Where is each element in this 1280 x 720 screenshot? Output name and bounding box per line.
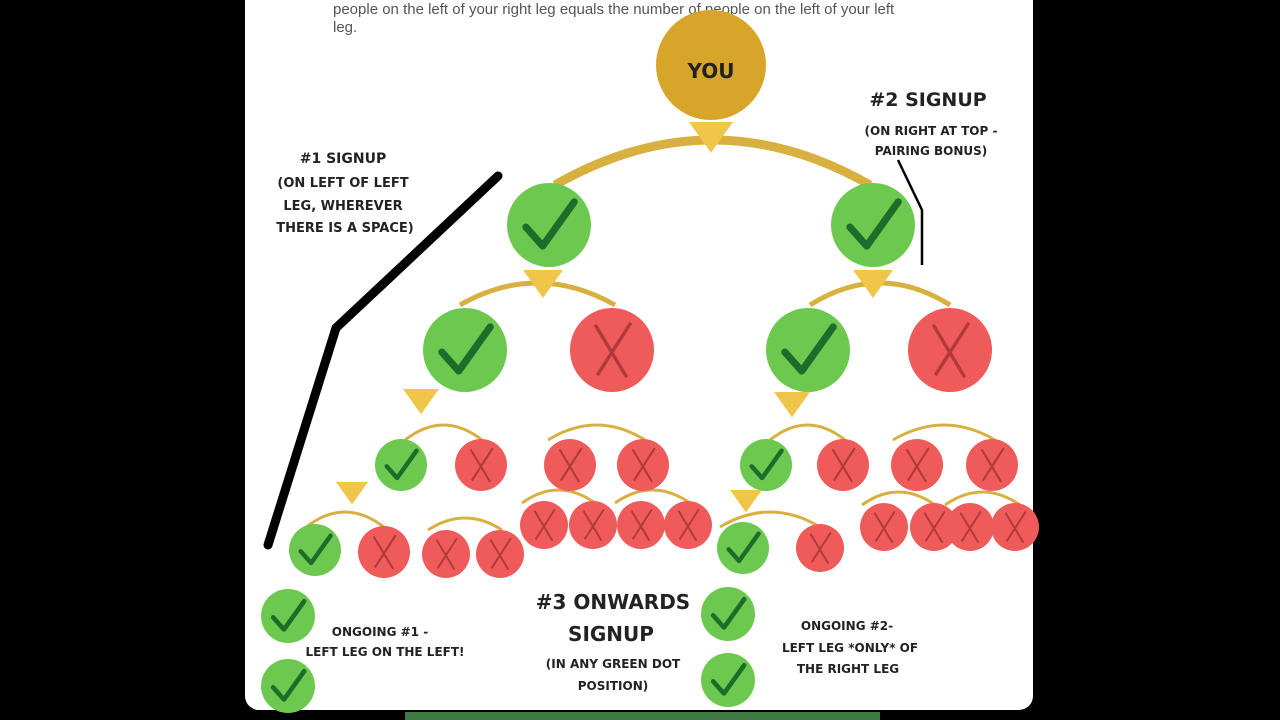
connector-arc xyxy=(719,510,821,529)
green-filled-position xyxy=(701,587,755,641)
cross-icon xyxy=(923,510,946,544)
cross-icon xyxy=(582,508,605,542)
arrow-triangle xyxy=(774,392,810,418)
green-filled-position xyxy=(375,439,427,491)
check-icon xyxy=(710,662,747,696)
green-filled-position xyxy=(289,524,341,576)
cross-icon xyxy=(980,447,1005,483)
green-filled-position xyxy=(717,522,769,574)
ongoing2-line: ONGOING #2- xyxy=(801,619,893,633)
signup1-line: LEG, WHEREVER xyxy=(283,199,402,214)
connector-arc xyxy=(304,510,386,530)
cross-icon xyxy=(1004,510,1027,544)
check-icon xyxy=(749,448,784,481)
root-label: YOU xyxy=(686,59,734,83)
connector-arc xyxy=(614,488,691,505)
ongoing2-line: THE RIGHT LEG xyxy=(797,662,899,676)
cross-icon xyxy=(558,447,583,483)
check-icon xyxy=(270,668,307,702)
signup1-line: (ON LEFT OF LEFT xyxy=(277,176,408,191)
ongoing1-line: LEFT LEG ON THE LEFT! xyxy=(306,645,465,659)
arrow-triangle xyxy=(523,270,563,298)
signup3-title: SIGNUP xyxy=(568,622,654,646)
cross-icon xyxy=(959,510,982,544)
green-filled-position xyxy=(740,439,792,491)
cross-icon xyxy=(905,447,930,483)
check-icon xyxy=(438,323,494,375)
signup3-line: POSITION) xyxy=(578,679,648,693)
signup1-pointer-line xyxy=(263,171,503,550)
green-filled-position xyxy=(423,308,507,392)
cross-icon xyxy=(873,510,896,544)
cross-icon xyxy=(931,321,971,379)
connector-arc xyxy=(892,423,996,442)
check-icon xyxy=(781,323,837,375)
check-icon xyxy=(726,531,761,564)
green-filled-position xyxy=(507,183,591,267)
green-filled-position xyxy=(701,653,755,707)
you-node xyxy=(656,10,766,120)
arrow-triangle xyxy=(689,122,733,153)
arrow-triangle xyxy=(730,490,762,513)
signup1-line: THERE IS A SPACE) xyxy=(276,221,413,236)
cross-icon xyxy=(677,508,700,542)
signup2-line: (ON RIGHT AT TOP - xyxy=(865,124,998,138)
connector-arc xyxy=(769,423,846,442)
intro-line-2: leg. xyxy=(333,19,357,36)
connector-arc xyxy=(861,490,936,507)
check-icon xyxy=(710,596,747,630)
check-icon xyxy=(270,598,307,632)
check-icon xyxy=(384,448,419,481)
signup3-line: (IN ANY GREEN DOT xyxy=(546,657,681,671)
cross-icon xyxy=(631,447,656,483)
green-filled-position xyxy=(766,308,850,392)
check-icon xyxy=(846,198,902,250)
cross-icon xyxy=(489,537,512,571)
arrow-triangle xyxy=(403,389,439,415)
intro-line-1: people on the left of your right leg equ… xyxy=(333,1,895,18)
signup2-title: #2 SIGNUP xyxy=(869,89,986,111)
ongoing2-line: LEFT LEG *ONLY* OF xyxy=(782,641,918,655)
connector-arc xyxy=(521,488,596,505)
cross-icon xyxy=(593,321,633,379)
green-filled-position xyxy=(261,589,315,643)
background-strip xyxy=(405,712,880,720)
cross-icon xyxy=(809,531,832,565)
connector-arc xyxy=(944,490,1021,507)
check-icon xyxy=(522,198,578,250)
cross-icon xyxy=(630,508,653,542)
cross-icon xyxy=(469,447,494,483)
signup2-line: PAIRING BONUS) xyxy=(875,144,987,158)
connector-arc xyxy=(404,423,483,442)
ongoing1-line: ONGOING #1 - xyxy=(332,625,428,639)
connector-arc xyxy=(427,516,503,532)
green-filled-position xyxy=(261,659,315,713)
cross-icon xyxy=(831,447,856,483)
cross-icon xyxy=(533,508,556,542)
connector-arc xyxy=(547,423,646,442)
cross-icon xyxy=(435,537,458,571)
signup2-pointer-line xyxy=(896,159,924,265)
arrow-triangle xyxy=(853,270,893,298)
green-filled-position xyxy=(831,183,915,267)
check-icon xyxy=(298,533,333,566)
signup1-title: #1 SIGNUP xyxy=(300,151,386,167)
signup3-title: #3 ONWARDS xyxy=(536,590,690,614)
arrow-triangle xyxy=(336,482,368,505)
cross-icon xyxy=(372,534,397,570)
